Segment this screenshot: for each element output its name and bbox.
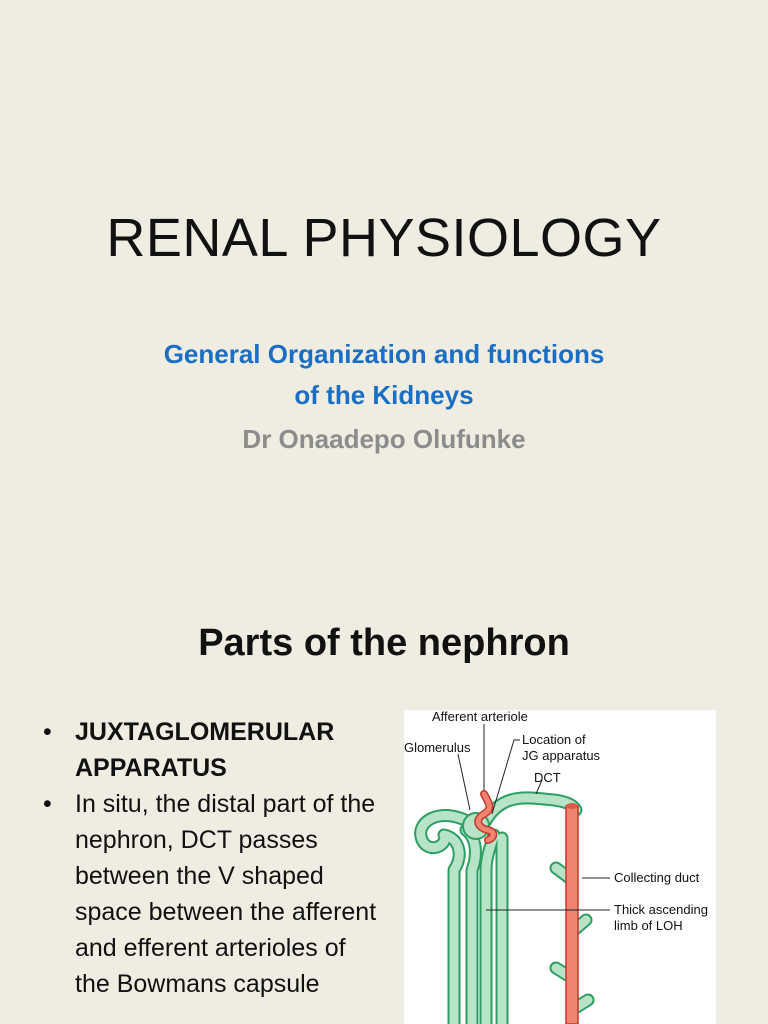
subtitle-line-1: General Organization and functions bbox=[163, 339, 605, 369]
label-afferent-arteriole: Afferent arteriole bbox=[432, 710, 528, 724]
bullet-icon: • bbox=[43, 718, 52, 746]
tubule-shapes bbox=[414, 791, 595, 1024]
label-location-2: JG apparatus bbox=[522, 748, 601, 763]
content-slide: Parts of the nephron • JUXTAGLOMERULAR AP… bbox=[0, 576, 768, 1024]
author-name: Dr Onaadepo Olufunke bbox=[242, 424, 526, 454]
bullet-icon: • bbox=[43, 790, 52, 818]
bullet-item: • JUXTAGLOMERULAR APPARATUS bbox=[40, 714, 380, 786]
label-thick-ascending-2: limb of LOH bbox=[614, 918, 683, 933]
label-dct: DCT bbox=[534, 770, 561, 785]
bullet-list: • JUXTAGLOMERULAR APPARATUS • In situ, the… bbox=[40, 714, 380, 1002]
bullet-text: JUXTAGLOMERULAR APPARATUS bbox=[75, 718, 335, 782]
label-collecting-duct: Collecting duct bbox=[614, 870, 700, 885]
subtitle: General Organization and functions of th… bbox=[0, 334, 768, 416]
label-glomerulus: Glomerulus bbox=[404, 740, 471, 755]
label-location-1: Location of bbox=[522, 732, 586, 747]
nephron-diagram-svg: Afferent arteriole Glomerulus Location o… bbox=[404, 710, 708, 1024]
subtitle-line-2: of the Kidneys bbox=[294, 380, 474, 410]
bullet-item: • In situ, the distal part of the nephron… bbox=[40, 786, 380, 1002]
main-title: RENAL PHYSIOLOGY bbox=[106, 208, 662, 268]
bullet-text: In situ, the distal part of the nephron,… bbox=[75, 790, 377, 998]
label-thick-ascending-1: Thick ascending bbox=[614, 902, 708, 917]
title-slide: RENAL PHYSIOLOGY General Organization an… bbox=[0, 208, 768, 454]
slide-title: Parts of the nephron bbox=[198, 622, 570, 664]
nephron-diagram: Afferent arteriole Glomerulus Location o… bbox=[404, 710, 716, 1024]
leader-lines bbox=[457, 724, 610, 911]
collecting-duct-shape bbox=[565, 803, 579, 1024]
